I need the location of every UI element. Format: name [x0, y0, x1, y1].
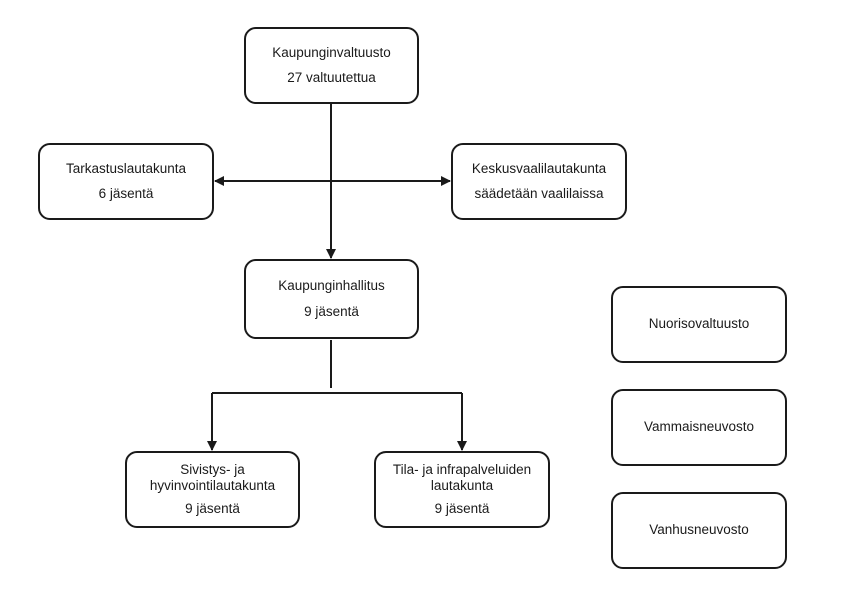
infra-committee-size: 9 jäsentä [434, 500, 490, 516]
education-committee-size: 9 jäsentä [185, 500, 240, 516]
audit-committee-size: 6 jäsentä [98, 186, 154, 201]
elderly-council-box: Vanhusneuvosto [611, 492, 787, 569]
disability-council-box: Vammaisneuvosto [611, 389, 787, 466]
elderly-council-name: Vanhusneuvosto [649, 522, 749, 538]
council-name: Kaupunginvaltuusto [272, 44, 391, 60]
election-committee-box: Keskusvaalilautakunta säädetään vaalilai… [451, 143, 627, 220]
youth-council-box: Nuorisovaltuusto [611, 286, 787, 363]
education-committee-name-line1: Sivistys- ja [180, 462, 245, 478]
election-committee-name: Keskusvaalilautakunta [471, 160, 607, 176]
council-box: Kaupunginvaltuusto 27 valtuutettua [244, 27, 419, 104]
infra-committee-name-line1: Tila- ja infrapalveluiden [392, 462, 532, 478]
city-board-box: Kaupunginhallitus 9 jäsentä [244, 259, 419, 339]
council-size: 27 valtuutettua [287, 70, 376, 85]
education-committee-box: Sivistys- ja hyvinvointilautakunta 9 jäs… [125, 451, 300, 528]
education-committee-name-line2: hyvinvointilautakunta [149, 478, 276, 494]
election-committee-size: säädetään vaalilaissa [474, 186, 604, 201]
city-board-size: 9 jäsentä [304, 303, 359, 319]
youth-council-name: Nuorisovaltuusto [648, 316, 750, 332]
audit-committee-box: Tarkastuslautakunta 6 jäsentä [38, 143, 214, 220]
city-board-name: Kaupunginhallitus [278, 278, 385, 294]
disability-council-name: Vammaisneuvosto [643, 419, 755, 435]
infra-committee-name-line2: lautakunta [430, 478, 494, 494]
audit-committee-name: Tarkastuslautakunta [65, 160, 187, 176]
infra-committee-box: Tila- ja infrapalveluiden lautakunta 9 j… [374, 451, 550, 528]
